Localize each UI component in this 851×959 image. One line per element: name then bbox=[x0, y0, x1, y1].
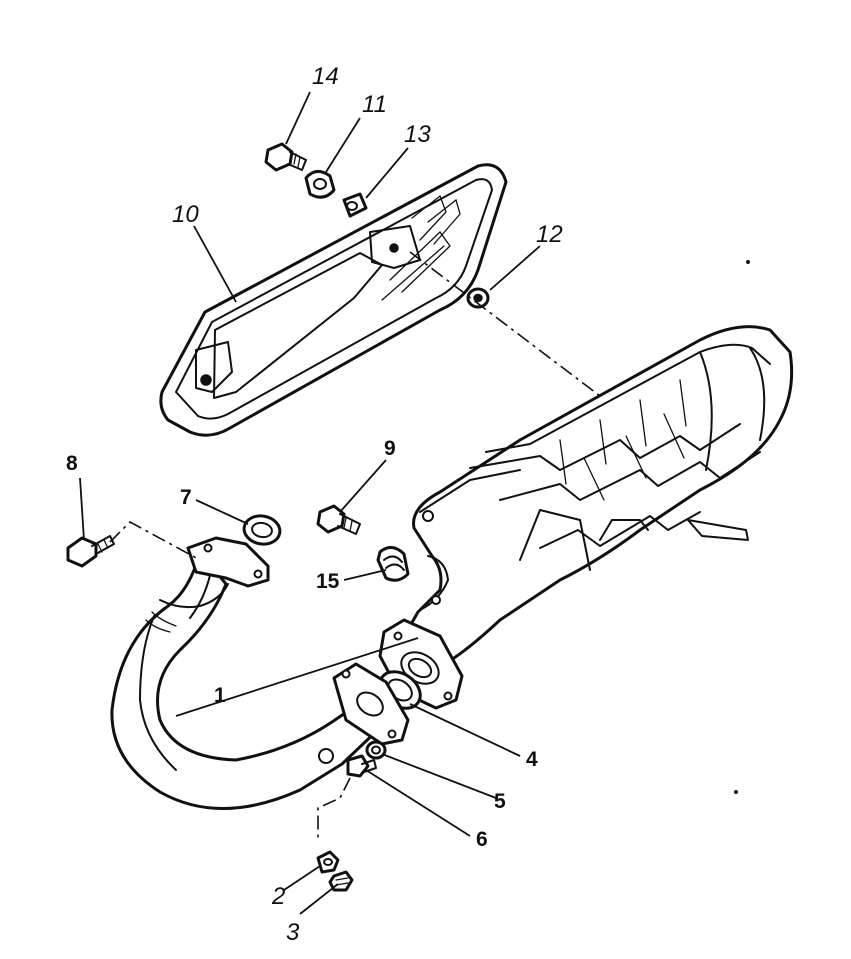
collar-15 bbox=[376, 546, 410, 582]
washer-11 bbox=[304, 170, 336, 199]
callout-12: 12 bbox=[536, 221, 563, 248]
callout-5: 5 bbox=[494, 790, 506, 813]
callout-15: 15 bbox=[316, 570, 340, 593]
bolt-9 bbox=[316, 504, 361, 535]
speck-2 bbox=[734, 790, 738, 794]
nut-2 bbox=[316, 850, 340, 874]
callout-3: 3 bbox=[286, 919, 300, 946]
callout-14: 14 bbox=[312, 63, 339, 90]
muffler bbox=[400, 325, 794, 671]
bolt-6 bbox=[346, 754, 377, 778]
bolt-8 bbox=[66, 535, 115, 568]
callout-labels: 14 11 13 12 10 8 7 9 15 1 4 5 6 2 3 bbox=[66, 63, 563, 946]
callout-4: 4 bbox=[526, 748, 538, 771]
washer-5 bbox=[365, 740, 387, 760]
collar-13 bbox=[342, 192, 368, 218]
assembly-lines bbox=[109, 251, 601, 842]
heat-shield bbox=[159, 163, 508, 437]
callout-8: 8 bbox=[66, 452, 78, 475]
callout-13: 13 bbox=[404, 121, 431, 148]
leader-lines bbox=[79, 91, 541, 915]
callout-9: 9 bbox=[384, 437, 396, 460]
bolt-14 bbox=[264, 142, 307, 172]
callout-11: 11 bbox=[362, 91, 387, 118]
callout-2: 2 bbox=[271, 883, 285, 910]
exhaust-pipe bbox=[110, 536, 410, 810]
grommet-12 bbox=[466, 287, 490, 309]
speck-1 bbox=[746, 260, 750, 264]
callout-1: 1 bbox=[214, 684, 226, 707]
callout-6: 6 bbox=[476, 828, 488, 851]
front-gasket bbox=[242, 514, 282, 546]
callout-7: 7 bbox=[180, 486, 192, 509]
callout-10: 10 bbox=[172, 201, 199, 228]
